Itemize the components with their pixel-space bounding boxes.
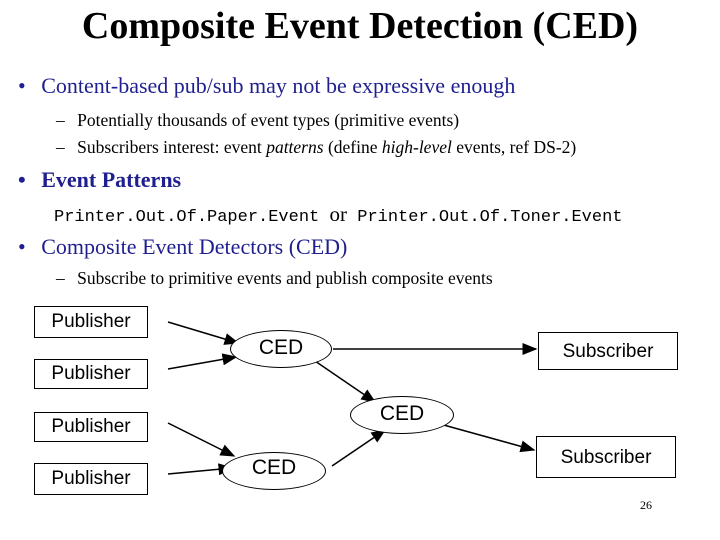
pattern-right: Printer.Out.Of.Toner.Event — [357, 208, 623, 227]
publisher-box-3: Publisher — [34, 412, 148, 442]
bullet-1-sub-2-mid: (define — [323, 137, 382, 157]
word-omposite: omposite — [55, 234, 143, 259]
bullet-1-sub-2: – Subscribers interest: event patterns (… — [56, 137, 576, 158]
pattern-or: or — [329, 202, 348, 226]
event-pattern-line: Printer.Out.Of.Paper.Event or Printer.Ou… — [54, 202, 623, 227]
subscriber-box-2: Subscriber — [536, 436, 676, 478]
bullet-3-text: Composite Event Detectors (CED) — [41, 234, 347, 259]
bullet-1: • Content-based pub/sub may not be expre… — [18, 73, 515, 99]
high-level-italic: high-level — [381, 137, 452, 157]
arrow-pub1-ced1 — [167, 321, 240, 345]
subscriber-label: Subscriber — [560, 447, 652, 468]
bullet-dot: • — [18, 167, 26, 192]
bullet-2: • Event Patterns — [18, 167, 181, 193]
letter-e: E — [142, 234, 156, 259]
dash: – — [56, 268, 65, 288]
publisher-box-1: Publisher — [34, 306, 148, 338]
dash: – — [56, 137, 65, 157]
publisher-box-2: Publisher — [34, 359, 148, 389]
bullet-1-sub-1-text: Potentially thousands of event types (pr… — [77, 110, 460, 130]
letter-d: D — [198, 234, 215, 259]
bullet-1-sub-2-pre: Subscribers interest: event — [77, 137, 267, 157]
arrow-ced2-sub2 — [439, 423, 536, 453]
publisher-label: Publisher — [51, 468, 131, 489]
bullet-1-text: Content-based pub/sub may not be express… — [41, 73, 516, 98]
publisher-label: Publisher — [51, 363, 131, 384]
bullet-2-text: Event Patterns — [41, 167, 182, 192]
patterns-italic: patterns — [266, 137, 324, 157]
ced-label: CED — [258, 336, 304, 359]
arrow-pub4-ced3 — [167, 463, 234, 476]
arrow-pub3-ced3 — [167, 422, 236, 457]
bullet-dot: • — [18, 73, 26, 98]
bullet-dot: • — [18, 234, 26, 259]
subscriber-box-1: Subscriber — [538, 332, 678, 370]
ced-oval-3: CED — [222, 452, 326, 490]
ced-label: CED — [251, 456, 297, 479]
word-etectors: etectors (CED) — [214, 234, 348, 259]
publisher-label: Publisher — [51, 416, 131, 437]
ced-oval-2: CED — [350, 396, 454, 434]
page-number: 26 — [640, 498, 652, 512]
bullet-3-sub-1: – Subscribe to primitive events and publ… — [56, 268, 493, 289]
letter-c: C — [41, 234, 56, 259]
slide-title: Composite Event Detection (CED) — [81, 5, 639, 47]
publisher-label: Publisher — [51, 311, 131, 332]
arrow-pub2-ced1 — [167, 353, 238, 370]
publisher-box-4: Publisher — [34, 463, 148, 495]
ced-label: CED — [379, 402, 425, 425]
bullet-3-sub-1-text: Subscribe to primitive events and publis… — [77, 268, 493, 288]
pattern-left: Printer.Out.Of.Paper.Event — [54, 208, 320, 227]
subscriber-label: Subscriber — [562, 341, 654, 362]
dash: – — [56, 110, 65, 130]
ced-oval-1: CED — [230, 330, 332, 368]
bullet-1-sub-1: – Potentially thousands of event types (… — [56, 110, 459, 131]
arrow-ced3-ced2 — [331, 429, 387, 467]
arrow-ced1-ced2 — [314, 360, 377, 403]
word-vent: vent — [155, 234, 199, 259]
bullet-3: • Composite Event Detectors (CED) — [18, 234, 347, 260]
bullet-1-sub-2-post: events, ref DS-2) — [451, 137, 577, 157]
